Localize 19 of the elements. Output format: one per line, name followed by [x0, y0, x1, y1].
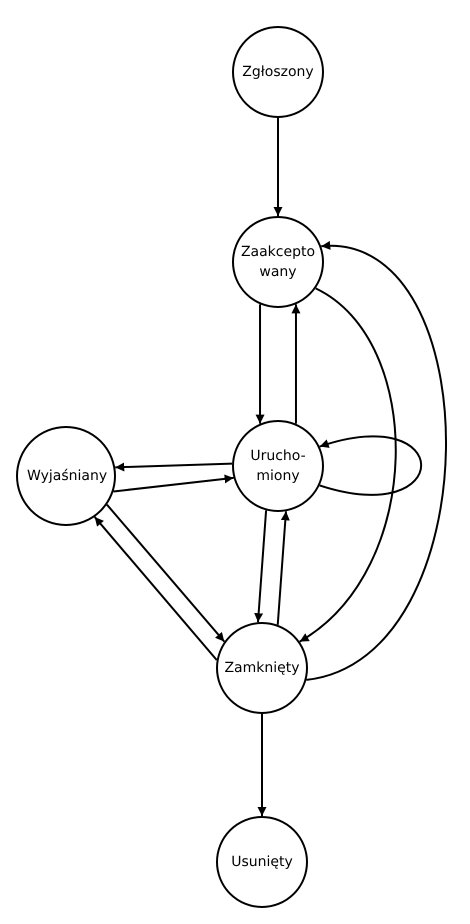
arrow — [113, 474, 234, 492]
state-label: Urucho- miony — [249, 447, 307, 486]
state-label: Usunięty — [230, 853, 294, 872]
loop-arrow — [319, 435, 422, 496]
arrow — [256, 304, 265, 424]
state-label: Zamknięty — [223, 659, 301, 678]
arrow — [306, 242, 447, 681]
arrow — [274, 118, 282, 216]
arrow — [106, 504, 226, 642]
arrow — [258, 714, 266, 816]
arrow — [299, 288, 397, 642]
arrow — [291, 304, 300, 424]
arrow — [94, 516, 218, 661]
state-label: Wyjaśniany — [26, 467, 108, 486]
arrow — [115, 462, 232, 472]
arrow — [254, 510, 268, 622]
arrow — [276, 511, 290, 625]
state-label: Zaakcepto wany — [240, 243, 316, 282]
state-label: Zgłoszony — [241, 63, 315, 82]
